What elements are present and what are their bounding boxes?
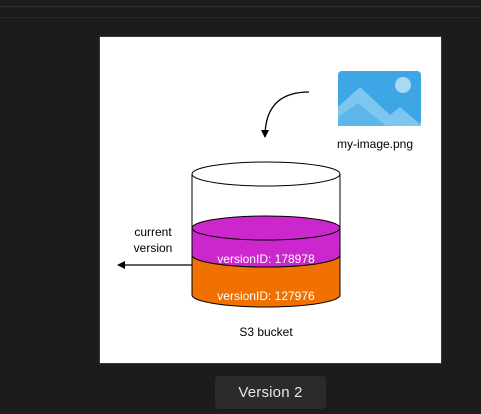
current-version-label-line2: version — [134, 241, 173, 255]
image-file-icon — [338, 71, 421, 126]
bucket-label: S3 bucket — [239, 325, 293, 339]
version-segment-older — [191, 254, 341, 308]
s3-bucket-cylinder — [191, 161, 341, 308]
upload-arrow — [261, 91, 310, 138]
diagram-canvas: my-image.png versionID: 178978 versionID… — [100, 37, 441, 363]
version-caption-badge: Version 2 — [215, 376, 326, 409]
diagram-svg: my-image.png versionID: 178978 versionID… — [117, 71, 421, 339]
version-label-current: versionID: 178978 — [217, 252, 315, 266]
top-divider-secondary — [0, 17, 481, 18]
top-divider — [0, 6, 481, 7]
bucket-top-rim — [191, 161, 341, 187]
current-version-label-line1: current — [134, 225, 172, 239]
image-filename-label: my-image.png — [337, 137, 413, 151]
version-label-older: versionID: 127976 — [217, 289, 315, 303]
